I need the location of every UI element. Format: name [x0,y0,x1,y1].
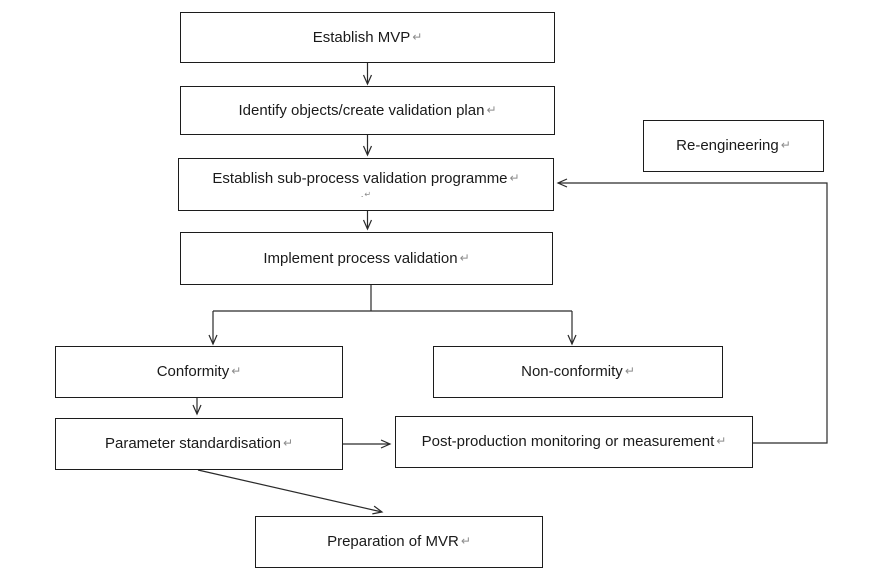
edge-parameter-standardisation-to-preparation-mvr [197,469,384,515]
subline-text: . [360,189,364,200]
box-label: Establish MVP [312,28,411,46]
flow-box-establish-mvp: Establish MVP↵ [180,12,555,63]
edge-post-production-feedback-to-establish-subprocess [556,178,828,444]
flow-box-non-conformity: Non-conformity↵ [433,346,723,398]
flow-box-identify-objects: Identify objects/create validation plan↵ [180,86,555,135]
edge-implement-process-split [213,285,572,312]
flow-box-re-engineering: Re-engineering↵ [643,120,824,172]
flow-box-preparation-mvr: Preparation of MVR↵ [255,516,543,568]
paragraph-return-mark: ↵ [509,170,520,185]
box-label: Re-engineering [676,137,779,155]
box-subline: .↵ [361,190,371,199]
paragraph-return-mark: ↵ [624,364,635,379]
flow-box-establish-subprocess: Establish sub-process validation program… [178,158,554,211]
box-label: Preparation of MVR [327,533,459,551]
paragraph-return-mark: ↵ [459,250,470,265]
box-label: Non-conformity [521,363,623,381]
paragraph-return-mark: ↵ [486,102,497,117]
flow-box-conformity: Conformity↵ [55,346,343,398]
paragraph-return-mark: ↵ [282,436,293,451]
paragraph-return-mark: ↵ [716,434,727,449]
flow-box-implement-process: Implement process validation↵ [180,232,553,285]
paragraph-return-mark: ↵ [412,29,423,44]
flow-box-parameter-standardisation: Parameter standardisation↵ [55,418,343,470]
paragraph-return-mark: ↵ [460,534,471,549]
box-label: Parameter standardisation [105,435,281,453]
paragraph-return-mark: ↵ [364,190,372,200]
box-label: Implement process validation [263,249,458,267]
paragraph-return-mark: ↵ [231,364,242,379]
flow-box-post-production: Post-production monitoring or measuremen… [395,416,753,468]
box-label: Establish sub-process validation program… [212,169,508,187]
box-label: Identify objects/create validation plan [238,101,485,119]
box-label: Conformity [156,363,230,381]
box-label: Post-production monitoring or measuremen… [421,433,715,451]
paragraph-return-mark: ↵ [780,138,791,153]
